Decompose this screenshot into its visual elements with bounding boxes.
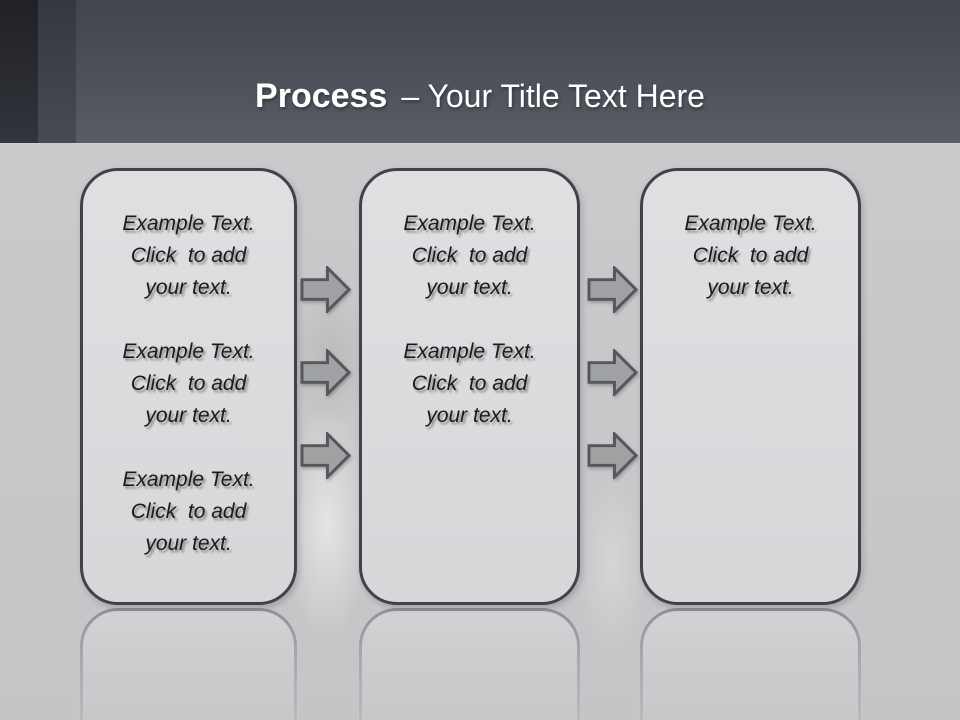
text-line: Example Text. xyxy=(122,340,255,363)
arrow-right-icon xyxy=(300,349,351,396)
placeholder-text[interactable]: Example Text. Click to add your text. xyxy=(83,208,294,304)
text-line: your text. xyxy=(426,404,513,427)
text-line: Click to add xyxy=(130,500,247,523)
header-accent-strip-mid xyxy=(38,0,76,143)
arrow-right-icon xyxy=(300,266,351,313)
arrow-right-icon xyxy=(300,432,351,479)
box-reflection-3 xyxy=(639,607,862,720)
placeholder-text[interactable]: Example Text. Click to add your text. xyxy=(362,336,577,432)
arrow-right-icon xyxy=(587,432,638,479)
text-line: your text. xyxy=(145,404,232,427)
box-reflection-2 xyxy=(358,607,581,720)
arrow-right-icon xyxy=(587,349,638,396)
text-line: your text. xyxy=(707,276,794,299)
text-line: your text. xyxy=(145,276,232,299)
process-box-2[interactable]: Example Text. Click to add your text. Ex… xyxy=(359,168,580,605)
text-line: Example Text. xyxy=(403,340,536,363)
arrow-right-icon xyxy=(587,266,638,313)
placeholder-text[interactable]: Example Text. Click to add your text. xyxy=(83,464,294,560)
title-emphasis: Process xyxy=(255,76,388,115)
process-box-1[interactable]: Example Text. Click to add your text. Ex… xyxy=(80,168,297,605)
process-box-3[interactable]: Example Text. Click to add your text. xyxy=(640,168,861,605)
page-title[interactable]: Process – Your Title Text Here xyxy=(0,21,960,164)
title-rest: – Your Title Text Here xyxy=(401,77,705,114)
text-line: Example Text. xyxy=(403,212,536,235)
text-line: Click to add xyxy=(411,372,528,395)
placeholder-text[interactable]: Example Text. Click to add your text. xyxy=(83,336,294,432)
placeholder-text[interactable]: Example Text. Click to add your text. xyxy=(643,208,858,304)
text-line: Example Text. xyxy=(684,212,817,235)
text-line: Example Text. xyxy=(122,468,255,491)
placeholder-text[interactable]: Example Text. Click to add your text. xyxy=(362,208,577,304)
text-line: your text. xyxy=(426,276,513,299)
text-line: Click to add xyxy=(411,244,528,267)
text-line: Click to add xyxy=(130,244,247,267)
header-accent-strip-dark xyxy=(0,0,38,143)
text-line: your text. xyxy=(145,532,232,555)
text-line: Click to add xyxy=(130,372,247,395)
text-line: Click to add xyxy=(692,244,809,267)
box-reflection-1 xyxy=(79,607,298,720)
title-bar: Process – Your Title Text Here xyxy=(0,0,960,143)
text-line: Example Text. xyxy=(122,212,255,235)
